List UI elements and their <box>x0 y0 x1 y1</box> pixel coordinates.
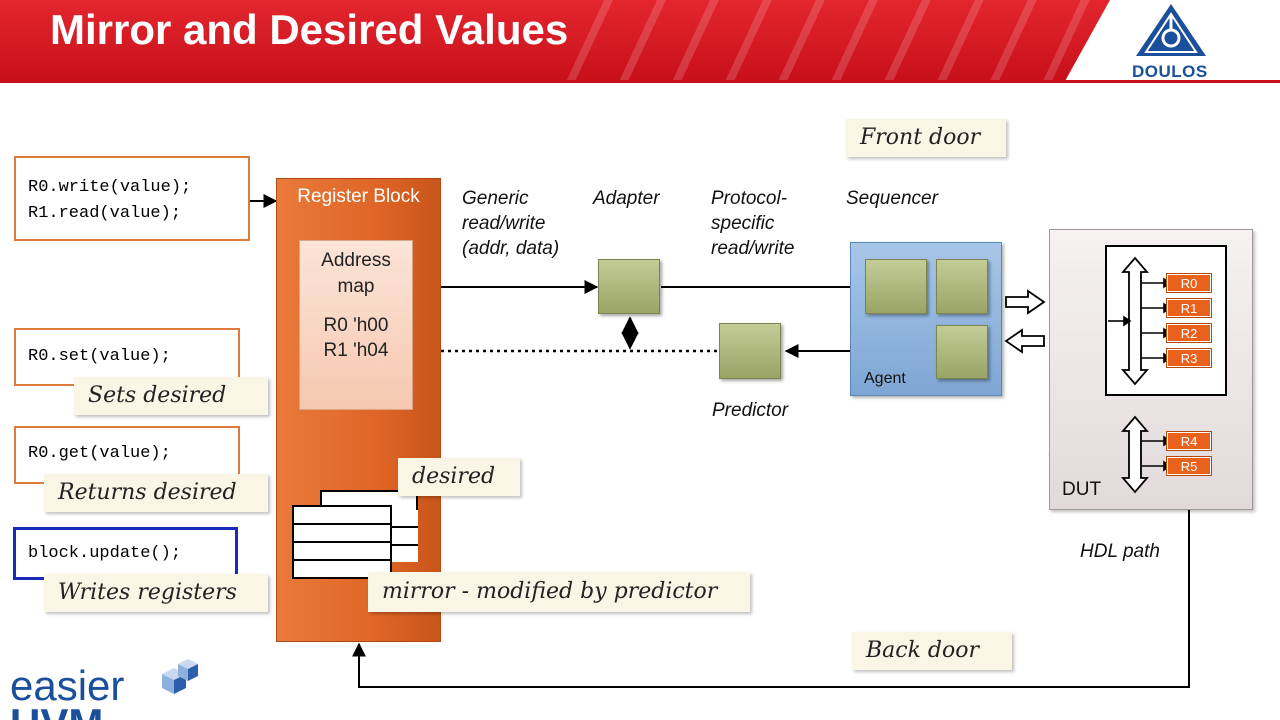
address-map-label: Address map <box>299 248 413 300</box>
register-r2: R2 <box>1166 323 1212 343</box>
generic-line2: read/write <box>462 213 546 234</box>
protocol-line3: read/write <box>711 238 795 259</box>
update-code-box: block.update(); <box>13 527 238 580</box>
back-door-note: Back door <box>852 632 1012 670</box>
adapter-label: Adapter <box>593 188 660 209</box>
header: Mirror and Desired Values DOULOS <box>0 0 1280 80</box>
generic-rw-label: Generic read/write (addr, data) <box>462 186 559 261</box>
register-r0: R0 <box>1166 273 1212 293</box>
bus-upper-icon <box>1121 256 1149 386</box>
sequencer-label: Sequencer <box>846 188 938 209</box>
uvm-brand-clip: UVM <box>10 700 103 720</box>
cube-logo-icon <box>162 659 198 694</box>
protocol-rw-label: Protocol- specific read/write <box>711 186 794 261</box>
address-map-line1: Address <box>321 250 391 271</box>
agent-label: Agent <box>864 370 906 387</box>
update-call: block.update(); <box>28 544 182 563</box>
bus-lower-icon <box>1121 415 1149 494</box>
protocol-line1: Protocol- <box>711 188 788 209</box>
address-map-line2: map <box>337 276 375 297</box>
register-r5: R5 <box>1166 456 1212 476</box>
hdl-path-label: HDL path <box>1080 541 1160 562</box>
driver-box <box>936 259 988 314</box>
back-door-path <box>352 476 1196 688</box>
header-stripes <box>560 0 1120 80</box>
mirror-sheet <box>292 505 392 579</box>
sequencer-box <box>865 259 927 314</box>
slide-title: Mirror and Desired Values <box>50 6 569 53</box>
get-call: R0.get(value); <box>28 444 171 463</box>
write-read-code-box: R0.write(value); R1.read(value); <box>14 156 250 241</box>
desired-note: desired <box>398 458 520 496</box>
header-rule <box>0 80 1280 83</box>
r1-address: R1 'h04 <box>323 340 389 361</box>
monitor-box <box>936 325 988 379</box>
desired-sheet-lines <box>392 510 418 562</box>
dut-label: DUT <box>1062 479 1102 500</box>
doulos-triangle-icon <box>1136 4 1206 56</box>
write-call: R0.write(value); <box>28 178 192 197</box>
doulos-logo-text: DOULOS <box>1132 62 1208 80</box>
sets-desired-note: Sets desired <box>74 377 268 415</box>
register-r4: R4 <box>1166 431 1212 451</box>
returns-desired-note: Returns desired <box>44 474 268 512</box>
front-door-note: Front door <box>846 119 1006 157</box>
generic-line1: Generic <box>462 188 529 209</box>
mirror-note: mirror - modified by predictor <box>368 572 750 612</box>
address-map-box <box>299 240 413 410</box>
r0-address: R0 'h00 <box>323 315 389 336</box>
hollow-arrow-left-icon <box>1004 328 1045 354</box>
register-block-title: Register Block <box>297 186 420 207</box>
adapter-box <box>598 259 660 314</box>
address-list: R0 'h00 R1 'h04 <box>299 313 413 363</box>
dut-bus-layer <box>1108 256 1172 494</box>
register-r1: R1 <box>1166 298 1212 318</box>
easier-brand: easier <box>10 662 125 709</box>
writes-registers-note: Writes registers <box>44 574 268 612</box>
generic-line3: (addr, data) <box>462 238 560 259</box>
predictor-box <box>719 323 781 379</box>
set-call: R0.set(value); <box>28 347 171 366</box>
uvm-brand: UVM <box>10 700 103 720</box>
header-bar <box>0 0 1110 80</box>
protocol-line2: specific <box>711 213 775 234</box>
predictor-label: Predictor <box>712 400 789 421</box>
read-call: R1.read(value); <box>28 204 182 223</box>
register-r3: R3 <box>1166 348 1212 368</box>
set-code-box: R0.set(value); <box>14 328 240 386</box>
hollow-arrow-right-icon <box>1005 289 1046 315</box>
